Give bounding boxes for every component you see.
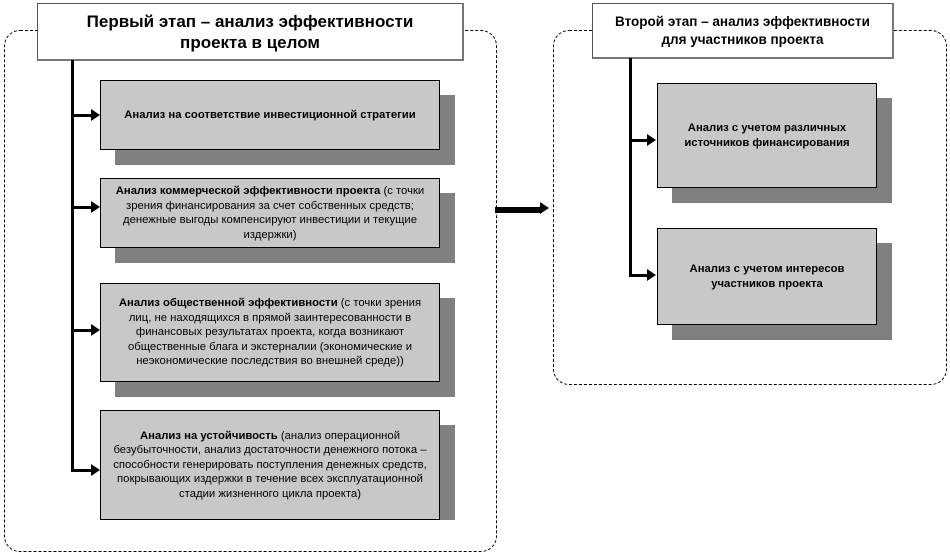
arrow xyxy=(72,201,100,213)
arrow xyxy=(630,134,656,146)
item-title: Анализ на соответствие инвестиционной ст… xyxy=(124,108,416,121)
stage1-connector-line xyxy=(71,60,74,472)
stage2-item-participants: Анализ с учетом интересов участников про… xyxy=(657,228,877,325)
stage1-item-public: Анализ общественной эффективности (с точ… xyxy=(100,283,440,382)
item-title: Анализ общественной эффективности xyxy=(118,297,338,310)
item-title: Анализ на устойчивость xyxy=(139,429,278,442)
item-text: (с точки зрения финансирования за счет с… xyxy=(123,185,425,241)
stage2-connector-line xyxy=(629,58,632,277)
item-title: Анализ с учетом различных источников фин… xyxy=(684,122,850,149)
item-title: Анализ с учетом интересов участников про… xyxy=(689,263,845,290)
arrow xyxy=(72,109,100,121)
item-text: (с точки зрения лиц, не находящихся в пр… xyxy=(127,297,422,368)
arrow xyxy=(72,324,100,336)
item-title: Анализ коммерческой эффективности проект… xyxy=(115,185,381,197)
stage1-item-commercial: Анализ коммерческой эффективности проект… xyxy=(100,178,440,248)
arrow xyxy=(630,269,656,281)
arrow xyxy=(72,464,100,476)
stage2-item-financing: Анализ с учетом различных источников фин… xyxy=(657,83,877,188)
stage1-item-sustainability: Анализ на устойчивость (анализ операцион… xyxy=(100,410,440,520)
stage2-title: Второй этап – анализ эффективности для у… xyxy=(592,3,894,59)
stage1-title: Первый этап – анализ эффективности проек… xyxy=(37,3,464,61)
item-text: (анализ операционной безубыточности, ана… xyxy=(113,429,427,500)
stage-transition-arrow xyxy=(495,202,549,214)
stage1-item-strategy: Анализ на соответствие инвестиционной ст… xyxy=(100,80,440,150)
